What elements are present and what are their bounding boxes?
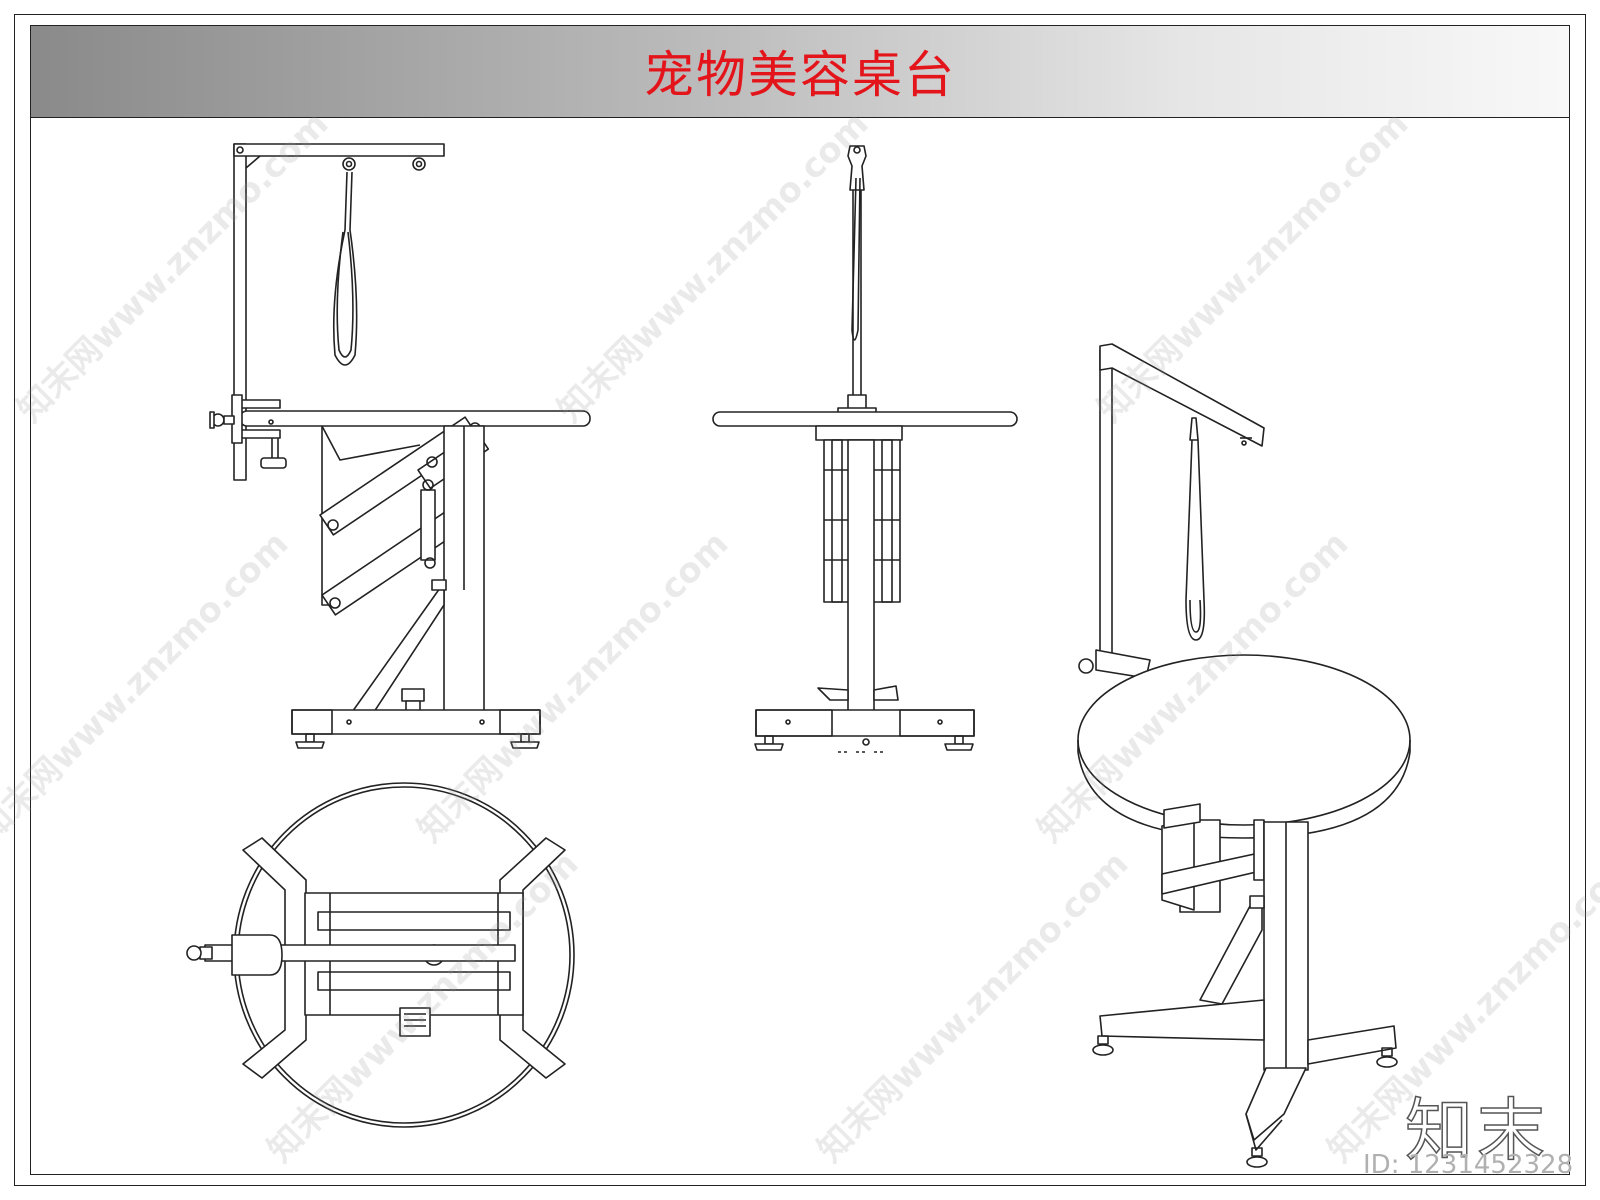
top-view — [186, 782, 575, 1128]
side-view — [209, 143, 591, 749]
inner-frame — [30, 25, 1570, 1175]
title-bar — [31, 26, 1569, 118]
brand-logo: 知末 — [1404, 1091, 1550, 1172]
front-view — [712, 145, 1018, 753]
id-label: ID: 1231452328 — [1363, 1150, 1574, 1180]
perspective-view — [1077, 343, 1411, 1168]
outer-frame — [14, 14, 1586, 1186]
